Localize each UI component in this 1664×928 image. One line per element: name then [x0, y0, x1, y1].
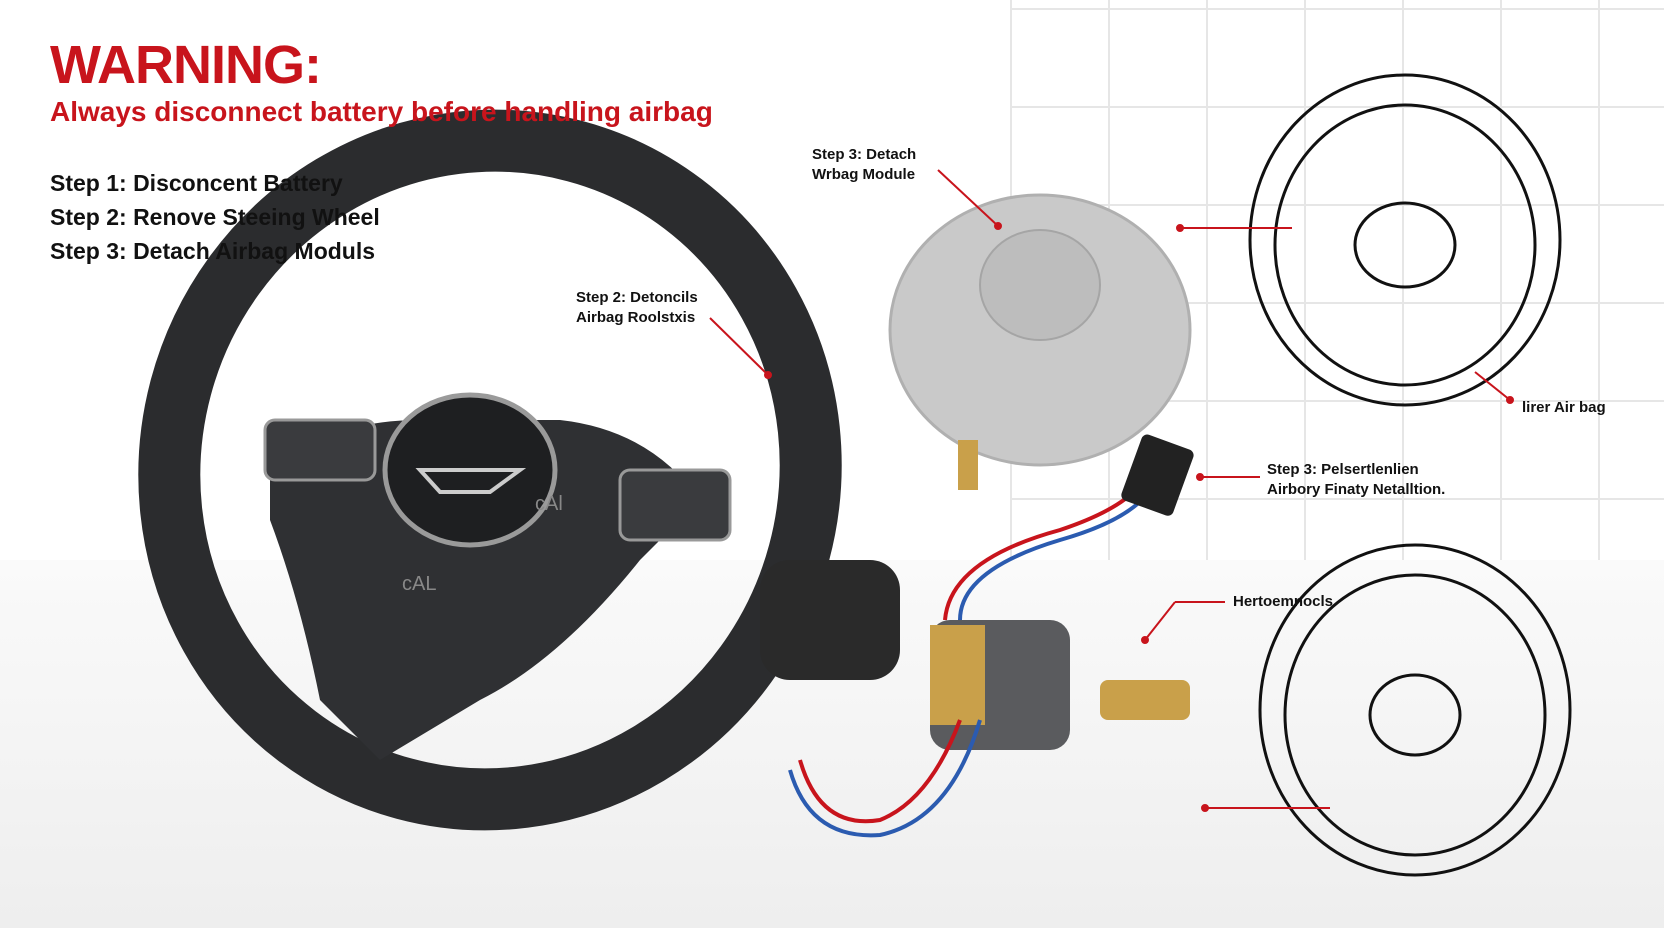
- airbag-module: [888, 193, 1192, 490]
- warning-title: WARNING:: [50, 35, 322, 95]
- left-controls: [263, 418, 377, 482]
- callout-line: Step 2: Detoncils: [576, 289, 698, 306]
- steering-column: [760, 560, 900, 680]
- callout-line: Step 3: Pelsertlenlien: [1267, 461, 1419, 478]
- leader-lines: [709, 169, 1514, 812]
- callout-line: Step 3: Detach: [812, 146, 917, 163]
- wheel-marking: cAL: [402, 573, 436, 595]
- step-item: Step 3: Detach Airbag Moduls: [50, 238, 376, 264]
- line-drawing-wheel-top: [1248, 73, 1562, 407]
- right-controls: [618, 468, 732, 542]
- callout-line: Wrbag Module: [812, 166, 916, 183]
- steering-wheel: [138, 109, 842, 831]
- warning-subtitle: Always disconnect battery before handlin…: [50, 96, 713, 127]
- line-drawing-wheel-bottom: [1258, 543, 1572, 877]
- gear: [930, 625, 985, 725]
- callout-line: Airbory Finaty Netalltion.: [1267, 481, 1446, 498]
- callout-step2: Step 2: Detoncils Airbag Roolstxis: [576, 288, 698, 328]
- logo-icon: [415, 468, 527, 494]
- callout-hertoemnocls: Hertoemnocls: [1233, 593, 1334, 610]
- connector: [1121, 434, 1194, 516]
- steps-list: Step 1: Disconcent Battery Step 2: Renov…: [50, 166, 380, 268]
- step-item: Step 2: Renove Steeing Wheel: [50, 204, 380, 230]
- wheel-marking: cAl: [535, 493, 563, 515]
- callout-liner-airbag: lirer Air bag: [1522, 399, 1606, 416]
- callout-line: Airbag Roolstxis: [576, 309, 696, 326]
- callout-step3-detach: Step 3: Detach Wrbag Module: [812, 145, 916, 185]
- step-item: Step 1: Disconcent Battery: [50, 170, 343, 196]
- callout-step3-final: Step 3: Pelsertlenlien Airbory Finaty Ne…: [1267, 460, 1445, 500]
- brass-fitting: [1100, 680, 1190, 720]
